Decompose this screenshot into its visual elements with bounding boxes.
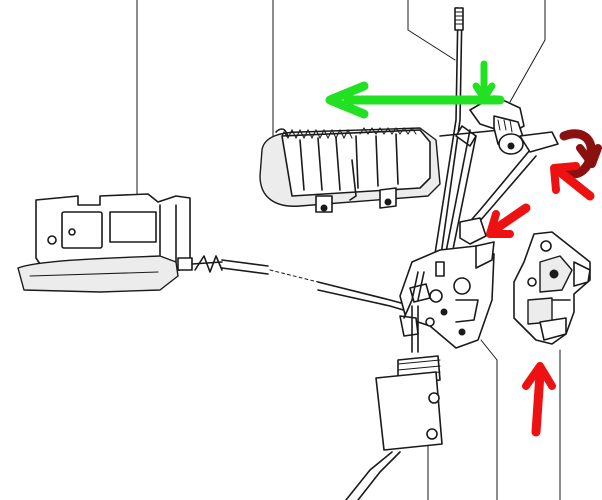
green-down-arrow xyxy=(472,60,496,102)
green-left-arrow xyxy=(325,81,505,119)
red-arrow-upper xyxy=(550,162,595,201)
inner-handle-cable xyxy=(191,255,413,313)
leader-lines xyxy=(136,0,561,500)
inner-door-handle xyxy=(17,193,193,293)
central-locking-actuator xyxy=(345,305,443,500)
red-arrow-middle xyxy=(486,203,531,238)
latch-part-right xyxy=(513,231,591,345)
dark-red-curved-arrow xyxy=(559,129,602,179)
outer-door-handle xyxy=(259,127,441,213)
lock-cylinder xyxy=(469,95,559,155)
red-arrow-bottom xyxy=(522,362,556,437)
door-latch-assembly xyxy=(399,217,495,349)
